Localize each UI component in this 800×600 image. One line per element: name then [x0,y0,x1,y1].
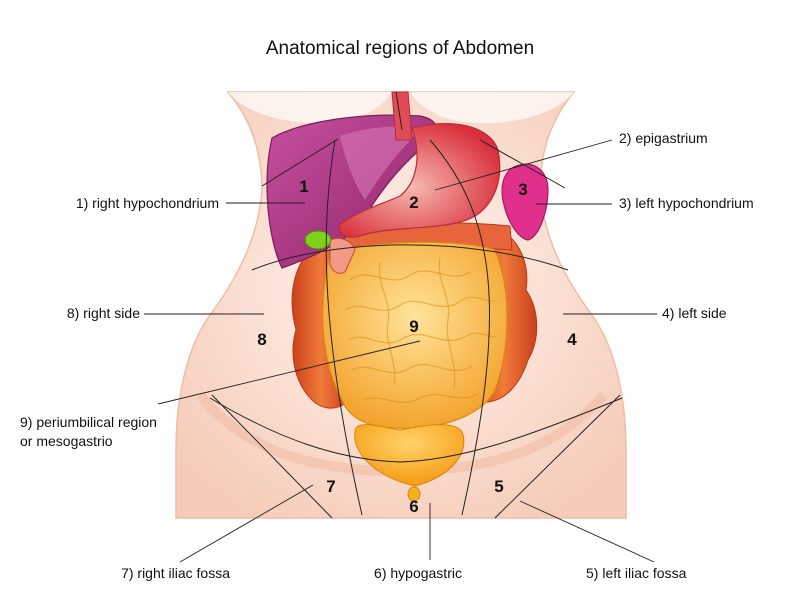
chest-right [410,92,574,124]
transpyloric-line [251,244,569,271]
label-mesogastrio: or mesogastrio [20,433,113,449]
region-labels: 1) right hypochondrium 2) epigastrium 3)… [20,130,754,581]
label-left-side: 4) left side [662,305,727,321]
esophagus [391,91,413,141]
leader-lines [144,139,657,563]
label-right-iliac-fossa: 7) right iliac fossa [121,565,230,581]
label-epigastrium: 2) epigastrium [619,130,708,146]
liver [266,114,438,269]
region-number-1: 1 [299,177,308,196]
small-intestine [322,241,508,429]
duodenum [329,237,356,274]
inguinal-left [494,394,621,519]
subcostal-line-right [261,138,339,187]
intertubercular-line [209,397,623,463]
urethra [407,486,421,502]
label-left-iliac-fossa: 5) left iliac fossa [586,565,687,581]
label-periumbilical: 9) periumbilical region [20,414,157,430]
midclavicular-right [325,139,363,516]
region-number-3: 3 [518,180,527,199]
label-hypogastric: 6) hypogastric [374,565,462,581]
page-title: Anatomical regions of Abdomen [266,38,534,59]
region-number-6: 6 [409,497,418,516]
spleen [501,163,549,241]
region-number-9: 9 [409,317,418,336]
subcostal-line-left [479,139,566,189]
label-right-hypochondrium: 1) right hypochondrium [76,195,219,211]
region-number-2: 2 [409,193,418,212]
chest-left [228,92,392,124]
bladder-body [354,424,465,487]
small-intestine-body [322,241,508,429]
gallbladder [304,230,332,250]
region-grid [209,91,623,519]
leader-2 [434,139,613,191]
midclavicular-left [429,139,490,516]
inguinal-right [211,394,333,519]
stomach-body [338,123,501,238]
region-number-7: 7 [326,477,335,496]
upper-mid-right [395,91,403,131]
liver-highlight [340,126,420,200]
stomach [329,123,501,274]
region-numbers: 1 2 3 4 5 6 7 8 9 [257,177,577,516]
leader-9 [157,340,421,405]
region-number-5: 5 [494,477,503,496]
bladder [354,424,465,502]
leader-7 [179,484,314,563]
label-right-side: 8) right side [67,305,140,321]
label-left-hypochondrium: 3) left hypochondrium [619,195,754,211]
region-number-8: 8 [257,330,266,349]
leader-5 [519,500,655,563]
region-number-4: 4 [567,330,577,349]
